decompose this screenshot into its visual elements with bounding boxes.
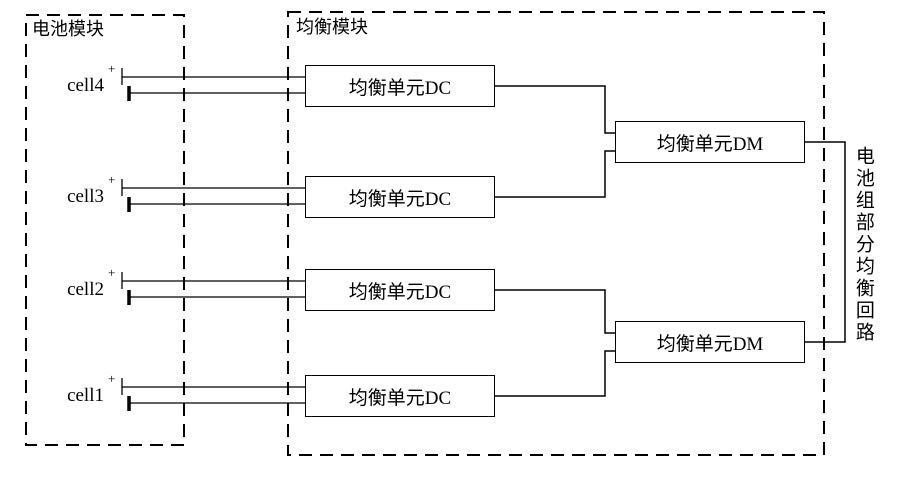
connector-dc3-dm2 <box>495 289 615 334</box>
cell2-label: cell2 <box>67 279 104 300</box>
cell1-wires <box>122 386 305 404</box>
battery-icon-cell4: + <box>108 61 131 101</box>
dc-unit-2: 均衡单元DC <box>305 176 495 218</box>
cell2-wires <box>122 280 305 298</box>
battery-icon-cell1: + <box>108 371 131 411</box>
connector-dm-output-bus <box>805 141 846 343</box>
balance-module-label: 均衡模块 <box>294 16 370 38</box>
battery-plus-sign: + <box>108 265 115 280</box>
cell3-wires <box>122 187 305 205</box>
cell4-label: cell4 <box>67 75 104 96</box>
cell4-wires <box>122 76 305 94</box>
dm-unit-2: 均衡单元DM <box>615 321 805 363</box>
dc-unit-3: 均衡单元DC <box>305 269 495 311</box>
battery-icon-cell3: + <box>108 172 131 212</box>
battery-icon-cell2: + <box>108 265 131 305</box>
output-circuit-label: 电池组部分均衡回路 <box>852 146 874 344</box>
dc-unit-4: 均衡单元DC <box>305 375 495 417</box>
connector-dc4-dm2 <box>495 350 615 397</box>
battery-plus-sign: + <box>108 172 115 187</box>
dm-unit-1: 均衡单元DM <box>615 121 805 163</box>
cell3-label: cell3 <box>67 186 104 207</box>
connector-dc2-dm1 <box>495 150 615 198</box>
battery-plus-sign: + <box>108 61 115 76</box>
battery-module-label: 电池模块 <box>30 18 106 40</box>
cell1-label: cell1 <box>67 385 104 406</box>
battery-plus-sign: + <box>108 371 115 386</box>
dc-unit-1: 均衡单元DC <box>305 65 495 107</box>
connector-dc1-dm1 <box>495 85 615 134</box>
